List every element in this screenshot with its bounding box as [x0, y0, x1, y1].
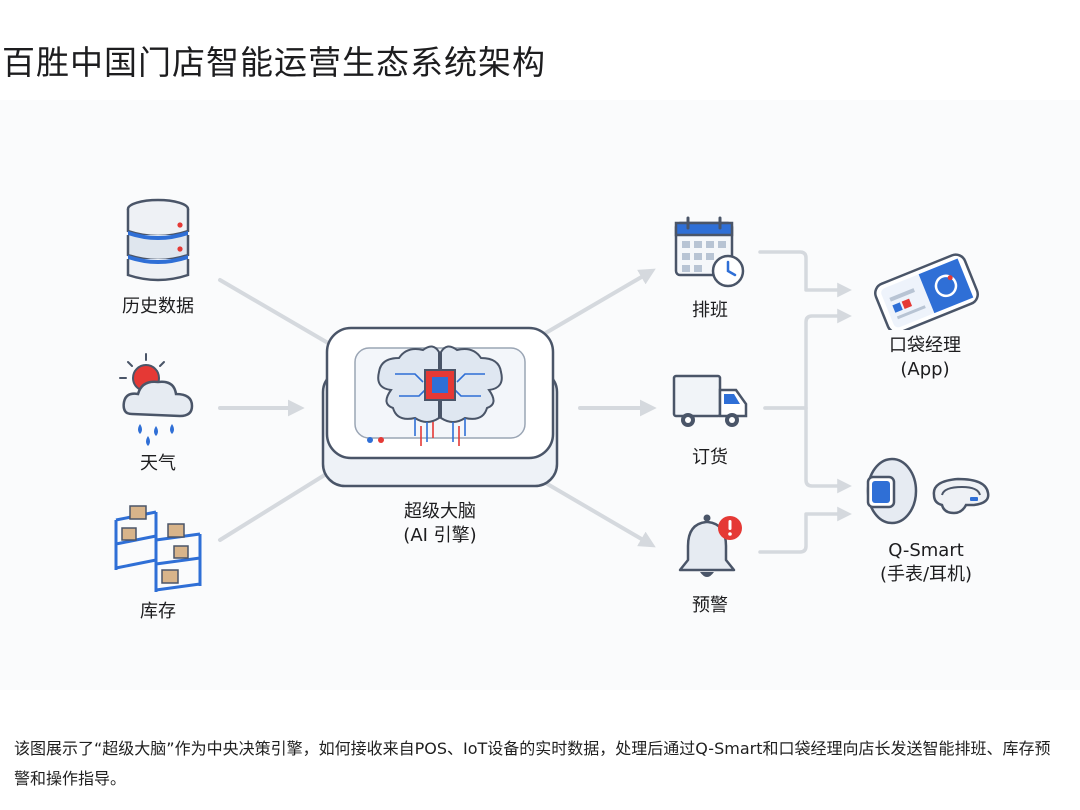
input-history-label: 历史数据 [122, 296, 194, 317]
input-inventory: 库存 [104, 500, 212, 624]
output-pocket-manager-app: 口袋经理 (App) [860, 250, 990, 382]
output-q-smart-label-line1: Q-Smart [888, 540, 964, 561]
arrow-scheduling-to-app [758, 250, 852, 298]
architecture-diagram: 历史数据 天气 [0, 100, 1080, 690]
output-q-smart-label-line2: (手表/耳机) [879, 564, 973, 585]
smartwatch-earpiece-icon [866, 457, 990, 525]
ai-brain-chip-icon [321, 326, 559, 488]
database-icon [126, 198, 190, 282]
function-scheduling-label: 排班 [692, 300, 728, 321]
output-q-smart: Q-Smart (手表/耳机) [856, 455, 996, 587]
function-alert-label: 预警 [692, 595, 728, 616]
input-inventory-label: 库存 [140, 601, 176, 622]
input-weather: 天气 [108, 350, 208, 476]
function-scheduling: 排班 [665, 215, 755, 323]
function-ordering-label: 订货 [692, 447, 728, 468]
input-weather-label: 天气 [140, 453, 176, 474]
function-ordering: 订货 [662, 368, 758, 470]
calendar-clock-icon [674, 216, 745, 288]
output-app-label-line2: (App) [900, 359, 950, 380]
arrow-ordering-to-watch [763, 406, 852, 494]
weather-icon [119, 353, 194, 446]
diagram-caption: 该图展示了“超级大脑”作为中央决策引擎，如何接收来自POS、IoT设备的实时数据… [14, 739, 1051, 788]
ai-engine: 超级大脑 (AI 引擎) [315, 318, 565, 548]
ai-engine-label-line2: (AI 引擎) [403, 525, 477, 546]
function-alert: 预警 [665, 512, 755, 618]
delivery-truck-icon [672, 374, 748, 427]
page-title: 百胜中国门店智能运营生态系统架构 [2, 43, 546, 82]
input-history-data: 历史数据 [108, 195, 208, 319]
arrow-alert-to-watch [758, 506, 852, 554]
alert-bell-icon [678, 514, 742, 577]
arrow-ordering-to-app [763, 308, 852, 410]
warehouse-shelves-icon [114, 505, 202, 592]
output-app-label-line1: 口袋经理 [889, 335, 961, 356]
ai-engine-label-line1: 超级大脑 [404, 501, 476, 522]
smartphone-app-icon [874, 253, 979, 330]
